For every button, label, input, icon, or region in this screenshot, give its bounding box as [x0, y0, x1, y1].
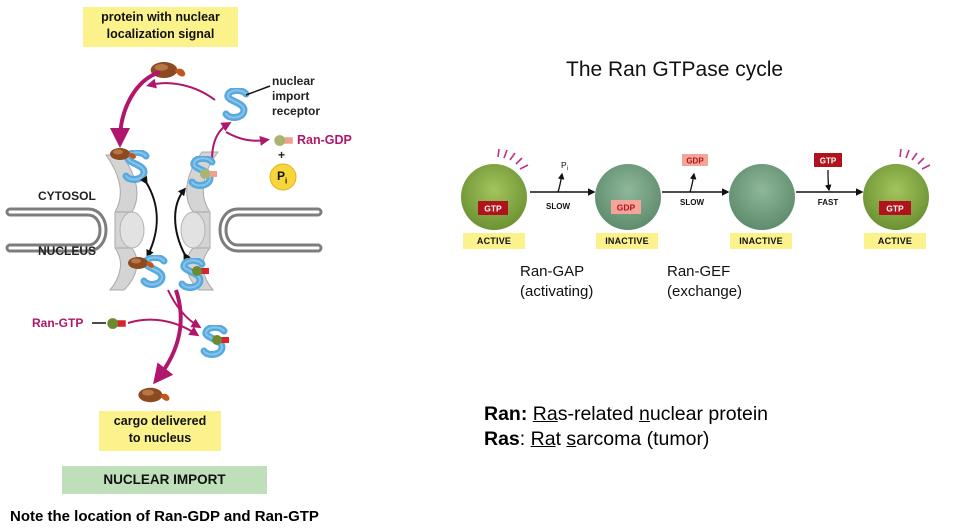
receptor-label: nuclear import receptor [272, 74, 320, 119]
cargo-release-arrow [153, 289, 183, 385]
acronym-definitions: Ran: Ras-related nuclear protein Ras: Ra… [484, 402, 768, 452]
state-4-active: GTP [863, 148, 931, 230]
state-2-status: INACTIVE [596, 233, 658, 249]
state-2-badge: GDP [617, 203, 636, 213]
ran-gef-line2: (exchange) [667, 283, 743, 300]
ran-gtp-icon [107, 318, 126, 329]
ran-gap-label: Ran-GAP (activating) [520, 262, 593, 302]
nuclear-import-bar: NUCLEAR IMPORT [62, 466, 267, 494]
receptor-label-line2: import [272, 89, 310, 103]
location-note: Note the location of Ran-GDP and Ran-GTP [10, 508, 319, 525]
state-1-status: ACTIVE [463, 233, 525, 249]
ras-text-1: t [555, 428, 567, 450]
nuclear-import-diagram [5, 62, 323, 403]
ran-gtp-on-receptor-icon [192, 266, 209, 276]
state-3-status: INACTIVE [730, 233, 792, 249]
transition-3: GTP FAST [796, 153, 864, 207]
ran-gap-line2: (activating) [520, 283, 594, 300]
state-3-inactive [729, 164, 795, 230]
ran-gdp-release-arrow [225, 131, 270, 146]
nucleus-label: NUCLEUS [38, 244, 97, 258]
phosphate-label: Pi [277, 169, 287, 185]
transition-1-rate: SLOW [546, 202, 570, 211]
ran-gap-line1: Ran-GAP [520, 263, 585, 280]
ran-gef-line1: Ran-GEF [667, 263, 731, 280]
phosphate-icon [269, 163, 297, 191]
cargo-top-label-line2: localization signal [106, 27, 215, 41]
ras-term: Ras [484, 428, 520, 450]
state-1-badge: GTP [484, 204, 502, 214]
cargo-bottom-label-line2: to nucleus [128, 431, 192, 445]
transition-1: Pi SLOW [530, 160, 596, 211]
cargo-binding-arrow [110, 70, 161, 148]
nuclear-envelope [5, 207, 323, 253]
state-4-status: ACTIVE [864, 233, 926, 249]
ras-definition: Ras: Rat sarcoma (tumor) [484, 427, 768, 452]
ran-gtp-bound-icon [212, 335, 229, 345]
receptor-label-line3: receptor [272, 104, 321, 118]
cargo-top-label-line1: protein with nuclear [101, 10, 220, 24]
ran-underline-1: Ra [532, 403, 558, 425]
ran-cycle-title: The Ran GTPase cycle [566, 58, 784, 81]
state-2-inactive: GDP [595, 164, 661, 230]
transition-3-added: GTP [820, 157, 837, 166]
phosphate-label-text: P [277, 169, 286, 183]
cargo-on-receptor-icon [110, 148, 136, 160]
ran-gtp-binding-arrow [127, 318, 200, 337]
ran-text-2: uclear protein [649, 403, 769, 425]
ran-text-1: s-related [557, 403, 639, 425]
transition-1-released: Pi [561, 160, 568, 172]
import-receptor-icon [226, 90, 246, 117]
ras-text-2: arcoma (tumor) [576, 428, 710, 450]
ran-underline-2: n [639, 403, 650, 425]
ran-gtpase-cycle-diagram: GTP Pi SLOW GDP GDP SLOW GTP FAST [461, 148, 931, 230]
cargo-bottom-label: cargo delivered to nucleus [99, 411, 221, 451]
ras-underline-1: Ra [530, 428, 556, 450]
phosphate-label-sub: i [285, 176, 288, 186]
state-1-active: GTP [461, 148, 529, 230]
receptor-to-cargo-arrow [146, 78, 216, 101]
cargo-bottom-label-line1: cargo delivered [113, 414, 207, 428]
state-4-badge: GTP [886, 204, 904, 214]
ran-gef-label: Ran-GEF (exchange) [667, 262, 742, 302]
ran-gdp-on-receptor-icon [200, 169, 217, 179]
ran-gtp-label: Ran-GTP [32, 316, 84, 330]
receptor-ran-association-arrow [167, 289, 202, 329]
delivered-cargo-icon [138, 387, 170, 403]
ran-term: Ran: [484, 403, 528, 425]
cytosol-label: CYTOSOL [38, 189, 96, 203]
import-translocation-arrow [140, 175, 158, 258]
transition-2: GDP SLOW [662, 154, 730, 207]
ran-definition: Ran: Ras-related nuclear protein [484, 402, 768, 427]
export-translocation-arrow [174, 187, 191, 262]
transition-2-released: GDP [686, 157, 704, 166]
transition-3-rate: FAST [818, 198, 839, 207]
receptor-recycle-arrow [211, 121, 232, 161]
ras-underline-2: s [566, 428, 577, 450]
transition-2-rate: SLOW [680, 198, 704, 207]
cargo-top-label: protein with nuclear localization signal [83, 7, 238, 47]
plus-sign: + [278, 148, 286, 162]
receptor-label-line1: nuclear [272, 74, 315, 88]
ras-colon: : [519, 428, 531, 450]
ran-gdp-icon [274, 135, 293, 146]
ran-gdp-label: Ran-GDP [297, 133, 352, 147]
